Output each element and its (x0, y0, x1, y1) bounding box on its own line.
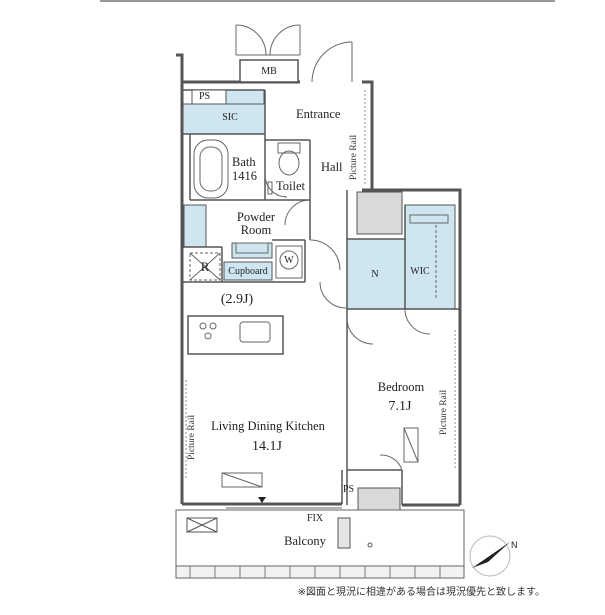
mb-box (239, 59, 299, 83)
washer-label: W (284, 255, 294, 266)
svg-text:N: N (511, 540, 518, 550)
picture-rails (185, 90, 456, 480)
powder-vanity-area (231, 242, 273, 259)
sic-label: SIC (222, 112, 238, 123)
cupboard-area (223, 261, 273, 281)
entrance-label: Entrance (296, 107, 341, 121)
cupboard-label: Cupboard (228, 266, 268, 277)
bedroom-label: Bedroom (377, 380, 425, 394)
ldk-label: Living Dining Kitchen (211, 419, 325, 433)
shafts (356, 191, 403, 525)
sic-upper-area (225, 89, 265, 105)
doors (235, 24, 431, 471)
north-arrow-icon: N (469, 535, 518, 577)
fixtures (189, 139, 449, 488)
disclaimer-note: ※図面と現況に相違がある場合は現況優先と致します。 (297, 587, 545, 598)
window-marker (258, 497, 266, 503)
bath-size-label: 1416 (232, 169, 257, 183)
powder-room-label: Room (240, 223, 272, 237)
balcony-label: Balcony (284, 534, 326, 548)
wic-area (404, 204, 456, 310)
hall-label: Hall (321, 160, 343, 174)
fix-label: FIX (307, 513, 324, 524)
powder-label: Powder (236, 210, 276, 224)
walls (176, 53, 462, 507)
ps-bottom-label: PS (343, 484, 355, 495)
kitchen-storage-area (183, 204, 207, 248)
picture-rail-ldk-label: Picture Rail (187, 414, 197, 460)
picture-rail-hall-label: Picture Rail (349, 134, 359, 180)
bath-label: Bath (232, 155, 256, 169)
mb-label: MB (261, 66, 277, 77)
ldk-size-label: 14.1J (252, 439, 282, 454)
ps-top-box (191, 89, 227, 105)
n-closet-label: N (371, 269, 379, 280)
toilet-label: Toilet (276, 179, 305, 193)
balcony (175, 509, 465, 579)
wic-label: WIC (410, 266, 430, 277)
picture-rail-bedroom-label: Picture Rail (439, 389, 449, 435)
kitchen-size-label: (2.9J) (220, 292, 254, 307)
ps-top-label: PS (199, 91, 211, 102)
refrigerator-label: R (200, 260, 210, 274)
bedroom-size-label: 7.1J (388, 399, 412, 414)
